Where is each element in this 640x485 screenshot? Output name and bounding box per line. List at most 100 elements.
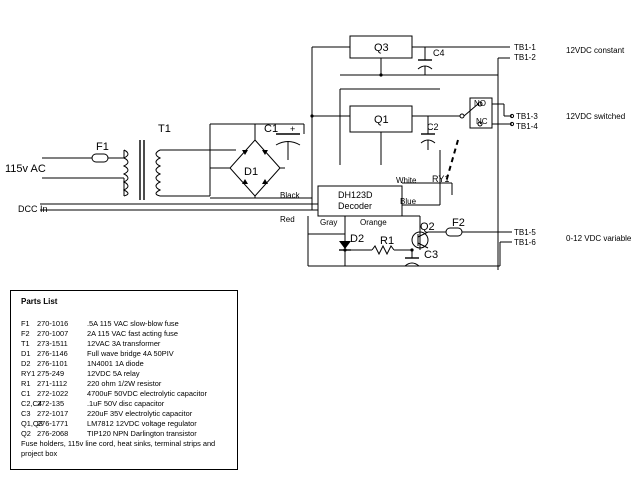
- switched-output-label: 12VDC switched: [566, 112, 625, 121]
- part-ref: F1: [21, 319, 30, 328]
- part-description: .1uF 50V disc capacitor: [87, 399, 165, 408]
- t1-secondary-coil: [155, 149, 162, 197]
- r1-label: R1: [380, 235, 394, 247]
- blue-wire-label: Blue: [400, 197, 417, 206]
- bridge-diode-2: [262, 150, 268, 155]
- r1-resistor: [371, 244, 395, 256]
- c2-label: C2: [427, 122, 439, 132]
- part-ref: C3: [21, 409, 31, 418]
- parts-list-row: F2 270-1007 2A 115 VAC fast acting fuse: [21, 329, 233, 339]
- parts-list: Parts List F1 270-1016 .5A 115 VAC slow-bl…: [10, 290, 238, 470]
- decoder-type-label: Decoder: [338, 201, 372, 211]
- d2-label: D2: [350, 233, 364, 245]
- part-description: 1N4001 1A diode: [87, 359, 144, 368]
- relay-contact-nc: [477, 121, 483, 127]
- no-label: NO: [474, 99, 486, 108]
- part-ref: D2: [21, 359, 31, 368]
- white-wire-label: White: [396, 176, 417, 185]
- t1-primary-coil: [122, 149, 129, 197]
- ry1-label: RY1: [432, 174, 449, 184]
- q3-label: Q3: [374, 42, 389, 54]
- tb1-1-label: TB1-1: [514, 43, 536, 52]
- bridge-diode-1: [242, 150, 248, 155]
- part-description: LM7812 12VDC voltage regulator: [87, 419, 197, 428]
- nc-label: NC: [476, 117, 488, 126]
- tb1-2-label: TB1-2: [514, 53, 536, 62]
- part-number: 272-135: [37, 399, 65, 408]
- part-number: 270-1007: [37, 329, 69, 338]
- parts-list-row: D2 276-1101 1N4001 1A diode: [21, 359, 233, 369]
- part-number: 275-249: [37, 369, 65, 378]
- d2-diode: [339, 241, 351, 249]
- constant-output-label: 12VDC constant: [566, 46, 625, 55]
- parts-list-row: R1 271-1112 220 ohm 1/2W resistor: [21, 379, 233, 389]
- tb1-6-label: TB1-6: [514, 238, 536, 247]
- parts-list-row: T1 273-1511 12VAC 3A transformer: [21, 339, 233, 349]
- part-number: 276-1146: [37, 349, 68, 358]
- part-ref: C1: [21, 389, 31, 398]
- f1-fuse: [91, 153, 109, 163]
- variable-output-label: 0-12 VDC variable: [566, 234, 632, 243]
- bridge-diode-4: [262, 179, 268, 184]
- part-number: 276-2068: [37, 429, 69, 438]
- part-ref: T1: [21, 339, 30, 348]
- black-wire-label: Black: [280, 191, 301, 200]
- tb1-3-label: TB1-3: [516, 112, 538, 121]
- c1-label: C1: [264, 123, 278, 135]
- ac-input-label: 115v AC: [5, 163, 46, 175]
- q2-label: Q2: [420, 221, 435, 233]
- part-number: 270-1016: [37, 319, 69, 328]
- part-ref: F2: [21, 329, 30, 338]
- part-number: 276-1771: [37, 419, 69, 428]
- part-description: TIP120 NPN Darlington transistor: [87, 429, 197, 438]
- q1-label: Q1: [374, 114, 389, 126]
- part-ref: R1: [21, 379, 31, 388]
- c4-label: C4: [433, 48, 445, 58]
- q1-regulator: [349, 105, 413, 133]
- parts-list-row: D1 276-1146 Full wave bridge 4A 50PIV: [21, 349, 233, 359]
- part-ref: C2,C4: [21, 399, 42, 408]
- relay-linkage: [445, 139, 459, 183]
- part-ref: RY1: [21, 369, 36, 378]
- decoder-model-label: DH123D: [338, 190, 373, 200]
- parts-list-row: C2,C4272-135 .1uF 50V disc capacitor: [21, 399, 233, 409]
- parts-list-row: Q1,Q3276-1771 LM7812 12VDC voltage regula…: [21, 419, 233, 429]
- part-description: 2A 115 VAC fast acting fuse: [87, 329, 178, 338]
- part-ref: D1: [21, 349, 31, 358]
- part-ref: Q2: [21, 429, 31, 438]
- orange-wire-label: Orange: [360, 218, 387, 227]
- part-description: 220 ohm 1/2W resistor: [87, 379, 162, 388]
- part-number: 272-1022: [37, 389, 69, 398]
- parts-list-row: Q2 276-2068 TIP120 NPN Darlington transist…: [21, 429, 233, 439]
- red-wire-label: Red: [280, 215, 295, 224]
- c1-plus: +: [290, 124, 295, 134]
- f2-label: F2: [452, 217, 465, 229]
- q2-transistor: [411, 231, 429, 249]
- part-description: 12VAC 3A transformer: [87, 339, 161, 348]
- part-description: .5A 115 VAC slow-blow fuse: [87, 319, 179, 328]
- t1-label: T1: [158, 123, 171, 135]
- c3-label: C3: [424, 249, 438, 261]
- part-description: Full wave bridge 4A 50PIV: [87, 349, 174, 358]
- f1-label: F1: [96, 141, 109, 153]
- part-number: 276-1101: [37, 359, 68, 368]
- tb1-4-label: TB1-4: [516, 122, 538, 131]
- parts-list-row: F1 270-1016 .5A 115 VAC slow-blow fuse: [21, 319, 233, 329]
- f2-fuse: [445, 227, 463, 237]
- part-number: 272-1017: [37, 409, 69, 418]
- gray-wire-label: Gray: [320, 218, 337, 227]
- dcc-input-label: DCC In: [18, 204, 48, 214]
- part-number: 273-1511: [37, 339, 68, 348]
- part-number: 271-1112: [37, 379, 68, 388]
- relay-contact-no: [477, 101, 483, 107]
- tb1-5-label: TB1-5: [514, 228, 536, 237]
- part-description: 12VDC 5A relay: [87, 369, 140, 378]
- part-ref: Q1,Q3: [21, 419, 43, 428]
- parts-list-title: Parts List: [21, 297, 58, 306]
- c1-plate-curved: [275, 141, 301, 146]
